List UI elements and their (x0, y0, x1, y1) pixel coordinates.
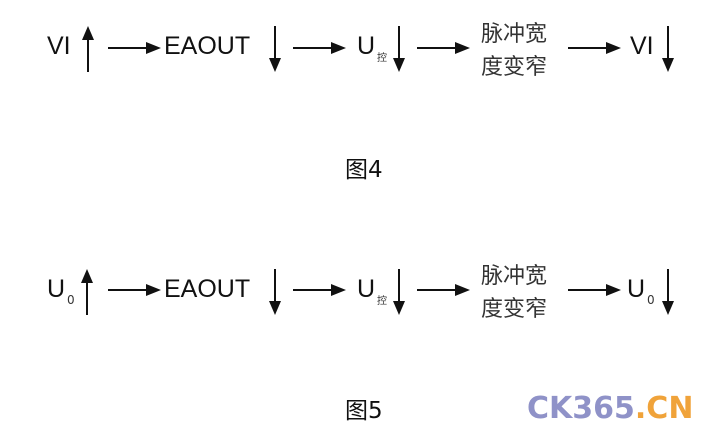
watermark-part1: CK365 (527, 391, 635, 426)
up-arrow-icon (82, 26, 94, 72)
right-arrow-icon (108, 284, 161, 296)
down-arrow-icon (662, 269, 674, 315)
u0-end-label: U (627, 275, 646, 303)
u0-subscript: 0 (67, 293, 75, 307)
pulse-width-narrow-label: 脉冲宽 度变窄 (481, 264, 547, 323)
vi-end-label: VI (630, 32, 654, 60)
eaout-label: EAOUT (164, 32, 251, 60)
pulse-line2: 度变窄 (481, 297, 548, 322)
down-arrow-icon (269, 269, 281, 315)
down-arrow-icon (393, 26, 405, 72)
u-label: U (357, 275, 376, 303)
right-arrow-icon (568, 42, 621, 54)
figure5-flow: U 0 EAOUT U 控 脉冲宽 度变窄 U 0 (0, 230, 704, 340)
figure4-caption: 图4 (345, 157, 383, 183)
right-arrow-icon (108, 42, 161, 54)
right-arrow-icon (568, 284, 621, 296)
watermark-dot: . (634, 391, 647, 426)
down-arrow-icon (662, 26, 674, 72)
u-label: U (357, 32, 376, 60)
u-subscript: 控 (377, 296, 387, 307)
right-arrow-icon (293, 42, 346, 54)
pulse-width-narrow-label: 脉冲宽 度变窄 (481, 22, 547, 81)
figure4-flow: VI EAOUT U 控 脉冲宽 度变窄 VI (0, 0, 704, 110)
pulse-line1: 脉冲宽 (481, 264, 548, 289)
right-arrow-icon (293, 284, 346, 296)
right-arrow-icon (417, 284, 470, 296)
pulse-line1: 脉冲宽 (481, 22, 548, 47)
down-arrow-icon (393, 269, 405, 315)
down-arrow-icon (269, 26, 281, 72)
right-arrow-icon (417, 42, 470, 54)
u-subscript: 控 (377, 53, 387, 64)
u0-end-subscript: 0 (647, 293, 655, 307)
figure5-caption: 图5 (345, 398, 383, 424)
eaout-label: EAOUT (164, 275, 251, 303)
watermark-part2: CN (646, 391, 694, 426)
u0-label: U (47, 275, 66, 303)
vi-label: VI (47, 32, 71, 60)
up-arrow-icon (81, 269, 93, 315)
pulse-line2: 度变窄 (481, 55, 548, 80)
ck365-watermark-logo: CK365.CN (527, 392, 693, 426)
